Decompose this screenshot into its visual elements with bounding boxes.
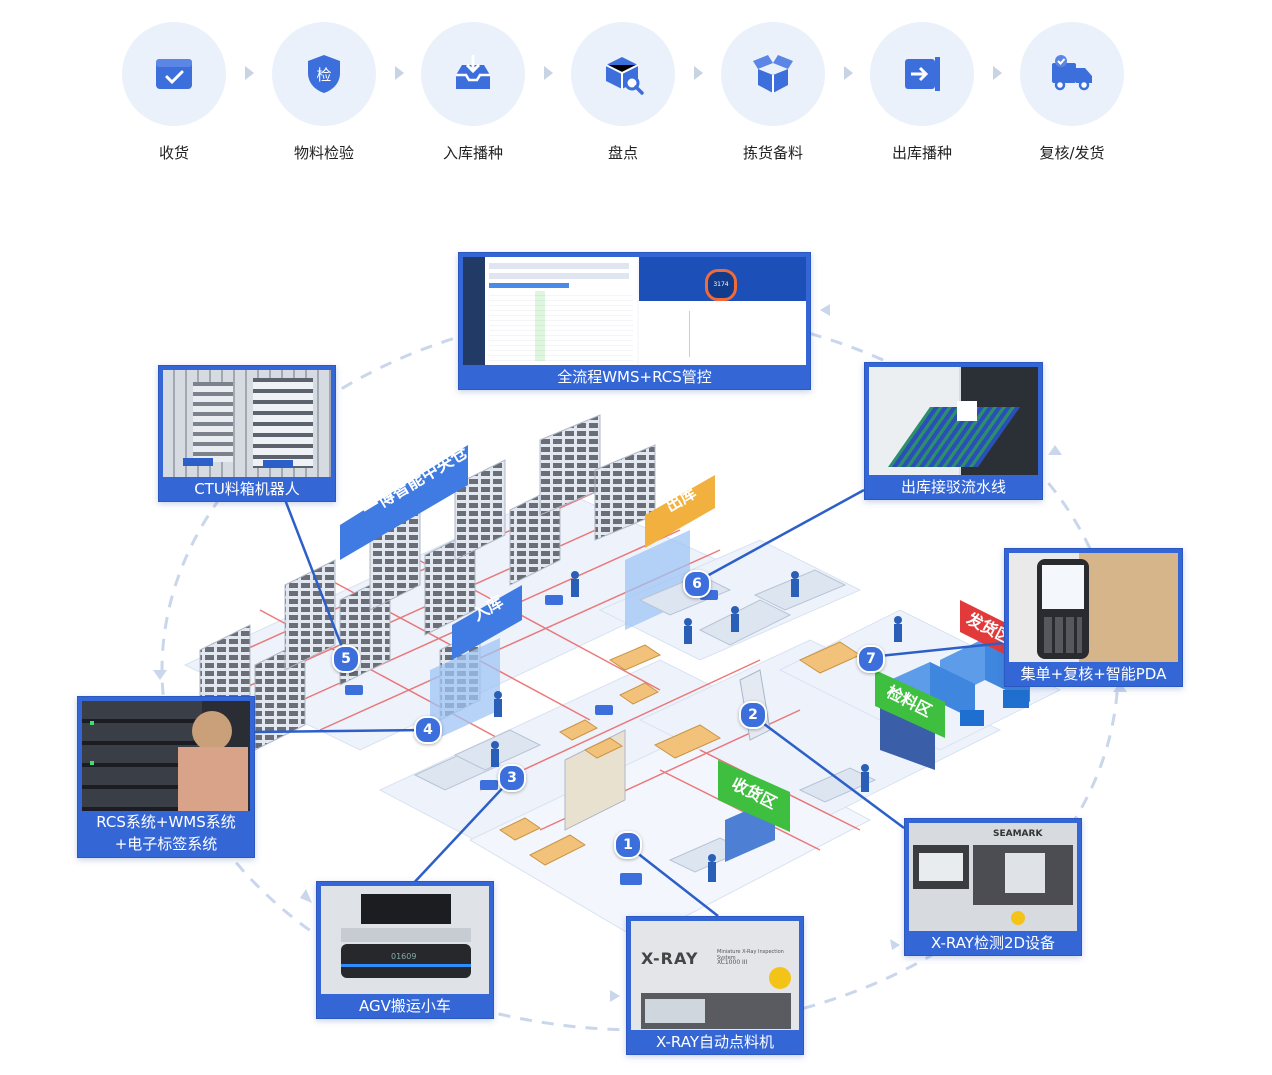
step-recheck-ship: 复核/发货: [1020, 22, 1124, 163]
seamark-brand: SEAMARK: [993, 829, 1043, 839]
step-badge-7: 7: [857, 645, 885, 673]
xray-counter-photo: X-RAY Miniature X-Ray Inspection System …: [631, 921, 799, 1030]
step-outbound-sowing: 出库播种: [870, 22, 974, 163]
warehouse-diagram: 一博智能中央仓 入库 出库 发货区 检料区 收货区 1 2 3 4 5 6 7 …: [0, 190, 1272, 1075]
panel-caption: RCS系统+WMS系统 +电子标签系统: [78, 809, 254, 857]
step-label: 拣货备料: [742, 144, 803, 162]
step-badge-2: 2: [739, 701, 767, 729]
panel-caption: AGV搬运小车: [359, 997, 451, 1015]
step-label: 物料检验: [293, 144, 354, 162]
ribbon-warehouse: [340, 445, 468, 560]
step-badge-3: 3: [498, 764, 526, 792]
elabel-photo: [82, 701, 250, 811]
warehouse-illustration: [153, 304, 1127, 1032]
step-badge-1: 1: [614, 831, 642, 859]
step-badge-4: 4: [414, 716, 442, 744]
pda-photo: [1009, 553, 1178, 662]
ribbon-outbound: [645, 475, 715, 548]
ctu-photo: [163, 370, 331, 477]
process-steps: 收货 检 物料检验 入库播种: [0, 0, 1272, 190]
panel-smart-pda: 集单+复核+智能PDA: [1004, 548, 1183, 687]
xray-model-line: Miniature X-Ray Inspection System: [717, 949, 784, 961]
agv-tag: 01609: [391, 952, 417, 961]
step-inventory: 盘点: [571, 22, 675, 163]
ribbon-inbound: [452, 585, 522, 660]
step-arrow: [395, 66, 404, 80]
svg-text:检: 检: [316, 66, 331, 84]
shield-check-icon: 检: [308, 55, 340, 93]
panel-agv: 01609 AGV搬运小车: [316, 881, 494, 1019]
step-label: 入库播种: [442, 144, 503, 162]
step-badge-5: 5: [332, 645, 360, 673]
panel-caption: 集单+复核+智能PDA: [1020, 665, 1167, 683]
step-inspection: 检 物料检验: [272, 22, 376, 163]
step-arrow: [993, 66, 1002, 80]
panel-caption: 全流程WMS+RCS管控: [557, 368, 712, 386]
delivery-truck-icon: [1052, 55, 1092, 91]
wms-screenshot: 3174: [463, 257, 806, 365]
panel-xray-counter: X-RAY Miniature X-Ray Inspection System …: [626, 916, 804, 1055]
agv-photo: 01609: [321, 886, 489, 994]
panel-rcs-wms-elabel: RCS系统+WMS系统 +电子标签系统: [77, 696, 255, 858]
step-arrow: [694, 66, 703, 80]
step-label: 盘点: [607, 144, 638, 162]
step-label: 复核/发货: [1039, 144, 1105, 162]
box-search-icon: [605, 57, 644, 95]
panel-wms-rcs: 3174 全流程WMS+RCS管控: [458, 252, 811, 390]
caption-line-1: RCS系统+WMS系统: [96, 813, 236, 831]
dash-gauge: 3174: [705, 269, 737, 301]
panel-caption: CTU料箱机器人: [194, 480, 300, 498]
step-label: 收货: [158, 144, 189, 162]
panel-xray-2d: SEAMARK X-RAY检测2D设备: [904, 818, 1082, 956]
exit-door-icon: [905, 57, 940, 91]
step-picking: 拣货备料: [721, 22, 825, 163]
step-receiving: 收货: [122, 22, 226, 163]
step-arrow: [544, 66, 553, 80]
step-arrow: [245, 66, 254, 80]
panel-outbound-conveyor: 出库接驳流水线: [864, 362, 1043, 500]
xray-brand: X-RAY: [641, 949, 699, 968]
step-label: 出库播种: [891, 144, 952, 162]
box-check-icon: [156, 59, 192, 89]
ribbon-inspection: [875, 670, 945, 738]
step-inbound-sowing: 入库播种: [421, 22, 525, 163]
ribbon-receiving: [718, 760, 790, 832]
conveyor-photo: [869, 367, 1038, 475]
xray-2d-photo: SEAMARK: [909, 823, 1077, 931]
box-pick-icon: [753, 55, 793, 93]
step-badge-6: 6: [683, 570, 711, 598]
panel-ctu-robot: CTU料箱机器人: [158, 365, 336, 502]
caption-line-2: +电子标签系统: [114, 835, 218, 853]
panel-caption: 出库接驳流水线: [900, 478, 1006, 496]
xray-model: XC1000 III: [717, 959, 748, 966]
panel-caption: X-RAY自动点料机: [655, 1033, 775, 1051]
panel-caption: X-RAY检测2D设备: [930, 934, 1056, 952]
step-arrow: [844, 66, 853, 80]
inbox-download-icon: [456, 55, 490, 89]
